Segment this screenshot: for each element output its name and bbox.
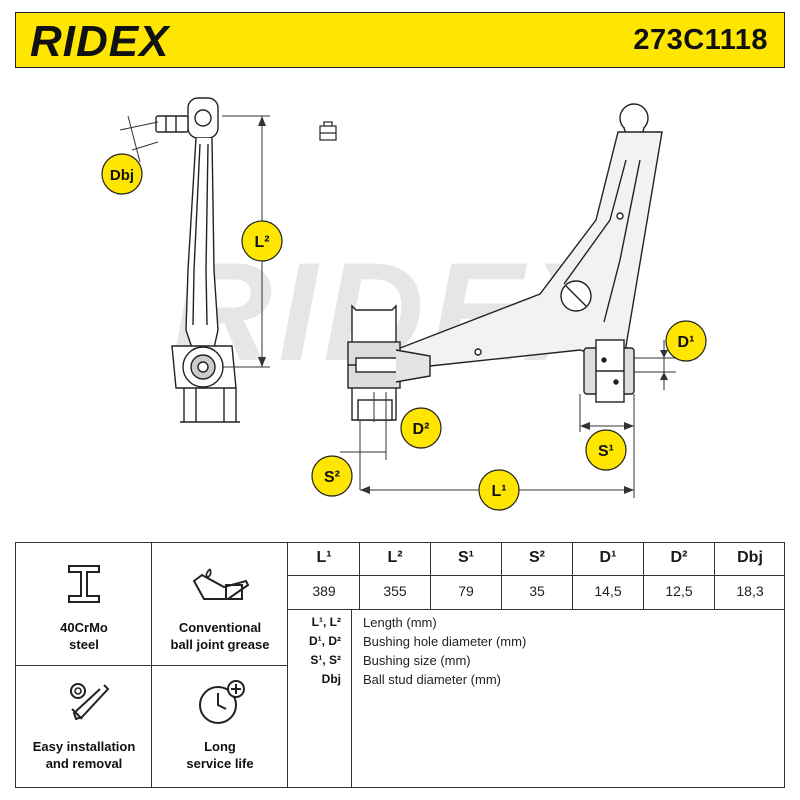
th-s1: S¹ <box>458 549 474 566</box>
callout-d1: D¹ <box>665 320 707 362</box>
legend-symbol-length: L¹, L² <box>311 615 341 629</box>
th-l1: L¹ <box>316 549 332 566</box>
tools-icon <box>70 683 110 721</box>
callout-l2: L² <box>241 220 283 262</box>
th-d1: D¹ <box>599 549 617 566</box>
legend-text-hole: Bushing hole diameter (mm) <box>363 634 527 649</box>
svg-text:S²: S² <box>324 469 340 486</box>
svg-text:RIDEX: RIDEX <box>30 19 171 63</box>
svg-text:D²: D² <box>413 421 430 438</box>
legend-text-length: Length (mm) <box>363 615 437 630</box>
legend-text-size: Bushing size (mm) <box>363 653 471 668</box>
grease-can-icon <box>192 568 250 600</box>
ridex-logo: RIDEX <box>30 19 171 63</box>
legend-text-stud: Ball stud diameter (mm) <box>363 672 501 687</box>
td-d2: 12,5 <box>665 583 693 599</box>
th-d2: D² <box>670 549 688 566</box>
th-dbj: Dbj <box>737 549 763 566</box>
callout-s1: S¹ <box>585 429 627 471</box>
td-dbj: 18,3 <box>736 583 764 599</box>
th-s2: S² <box>529 549 545 566</box>
td-s1: 79 <box>458 583 474 599</box>
arm-side-view <box>155 97 240 423</box>
nut-icon <box>319 121 337 141</box>
td-s2: 35 <box>529 583 545 599</box>
td-l1: 389 <box>312 583 336 599</box>
svg-text:L²: L² <box>254 234 269 251</box>
svg-text:Dbj: Dbj <box>110 167 134 184</box>
callout-d2: D² <box>400 407 442 449</box>
callout-l1: L¹ <box>478 469 520 511</box>
legend-symbol-hole: D¹, D² <box>309 634 341 648</box>
svg-text:S¹: S¹ <box>598 443 614 460</box>
technical-drawing: RIDEX <box>101 97 707 511</box>
header-bar: RIDEX 273C1118 <box>15 12 785 68</box>
svg-text:D¹: D¹ <box>678 334 695 351</box>
td-l2: 355 <box>383 583 407 599</box>
i-beam-icon <box>68 565 100 603</box>
svg-text:L¹: L¹ <box>491 483 506 500</box>
arm-top-view <box>347 103 663 421</box>
td-d1: 14,5 <box>594 583 622 599</box>
clock-plus-icon <box>199 680 245 724</box>
callout-dbj: Dbj <box>101 153 143 195</box>
part-number: 273C1118 <box>633 24 768 56</box>
callout-s2: S² <box>311 455 353 497</box>
legend-symbol-stud: Dbj <box>321 672 341 686</box>
legend-symbol-size: S¹, S² <box>310 653 341 667</box>
th-l2: L² <box>387 549 403 566</box>
